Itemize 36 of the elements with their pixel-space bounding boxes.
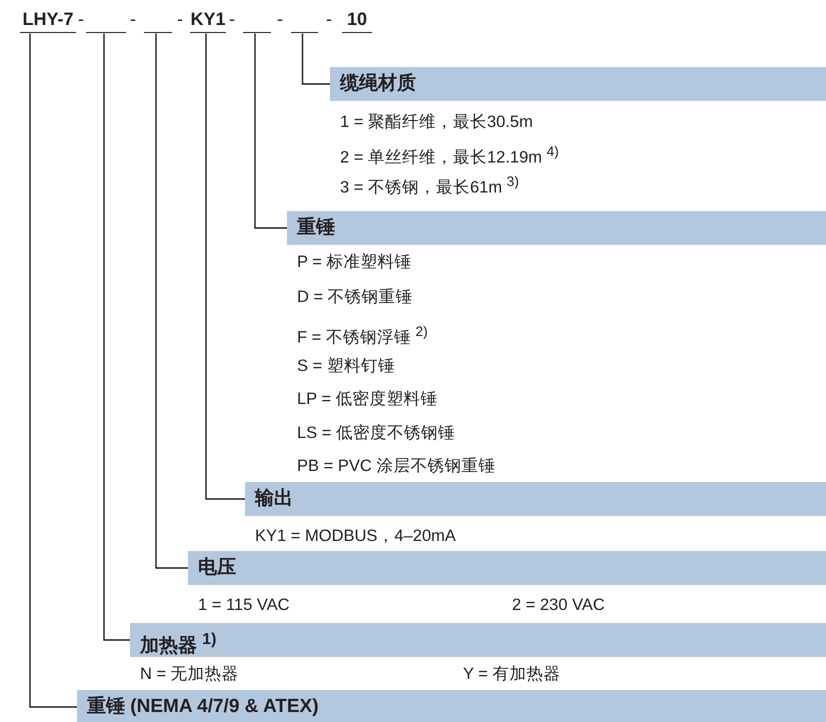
- code-dash: -: [177, 8, 183, 31]
- header-bar: 电压: [188, 551, 826, 585]
- header-bar: 输出: [245, 482, 826, 516]
- option-text: 2 = 单丝纤维，最长12.19m $^{4)}$: [340, 143, 559, 168]
- option-text: LS = 低密度不锈钢锤: [297, 423, 455, 443]
- option-text: PB = PVC 涂层不锈钢重锤: [297, 456, 496, 476]
- option-text: S = 塑料钉锤: [297, 356, 395, 376]
- option-text: D = 不锈钢重锤: [297, 287, 413, 307]
- leader-line: [205, 34, 245, 500]
- header-bar: 重锤 (NEMA 4/7/9 & ATEX): [77, 690, 826, 722]
- header-bar: 加热器 $^{1)}$: [130, 623, 826, 657]
- header-bar: 重锤: [287, 211, 826, 245]
- code-dash: -: [277, 8, 283, 31]
- leader-line: [254, 34, 287, 229]
- option-text: 3 = 不锈钢，最长61m $^{3)}$: [340, 173, 519, 198]
- option-text: F = 不锈钢浮锤 $^{2)}$: [297, 323, 428, 348]
- leader-line: [103, 34, 130, 641]
- code-segment: KY1: [190, 6, 226, 33]
- option-text: KY1 = MODBUS，4–20mA: [255, 526, 456, 546]
- leader-line: [155, 34, 188, 569]
- option-text: Y = 有加热器: [463, 664, 561, 684]
- code-dash: -: [326, 8, 332, 31]
- option-text: LP = 低密度塑料锤: [297, 389, 438, 409]
- header-bar: 缆绳材质: [330, 67, 826, 101]
- code-segment: LHY-7: [20, 6, 76, 33]
- option-text: 2 = 230 VAC: [512, 595, 605, 615]
- code-segment: 10: [342, 6, 372, 33]
- code-dash: -: [130, 8, 136, 31]
- leader-line: [302, 34, 330, 85]
- option-text: N = 无加热器: [140, 664, 239, 684]
- option-text: 1 = 聚酯纤维，最长30.5m: [340, 112, 533, 132]
- code-dash: -: [229, 8, 235, 31]
- leader-line: [29, 34, 77, 708]
- code-dash: -: [78, 8, 84, 31]
- option-text: P = 标准塑料锤: [297, 252, 412, 272]
- option-text: 1 = 115 VAC: [198, 595, 290, 615]
